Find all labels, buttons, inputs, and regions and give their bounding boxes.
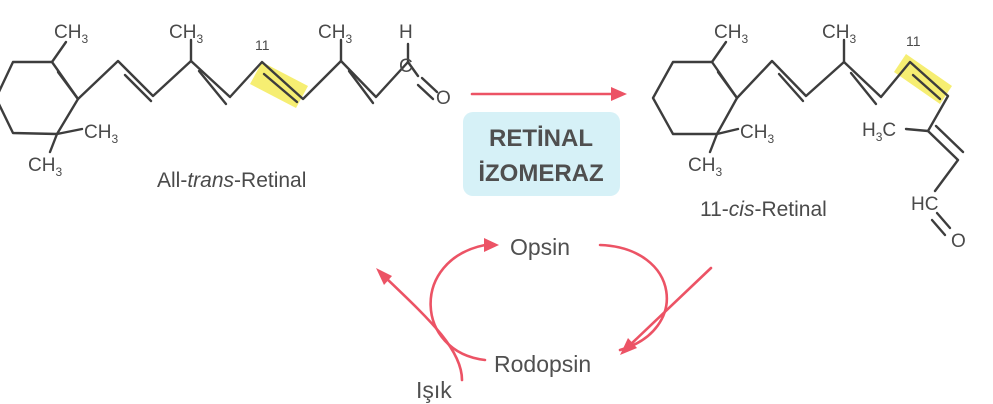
methyl-bond	[48, 132, 59, 154]
double-bond	[197, 69, 228, 106]
carbonyl-bond	[420, 76, 439, 94]
methyl-bond	[715, 127, 740, 136]
methyl-label-cis: H3C	[862, 120, 896, 144]
double-bond-11	[262, 72, 299, 104]
methyl-label: CH3	[84, 122, 118, 146]
oxygen-label: O	[436, 88, 451, 109]
double-bond	[934, 124, 965, 154]
retinal-input-arrow	[628, 266, 713, 347]
polyene-chain	[76, 59, 420, 101]
double-bond	[849, 71, 878, 106]
methyl-bond	[55, 127, 84, 136]
double-bond	[123, 73, 153, 103]
reaction-arrow-head	[611, 87, 627, 101]
methyl-label: CH3	[822, 22, 856, 46]
rhodopsin-label: Rodopsin	[494, 351, 591, 377]
double-bond	[347, 69, 375, 105]
enzyme-label-background	[463, 112, 620, 196]
polyene-chain	[735, 59, 960, 193]
methyl-label: CH3	[169, 22, 203, 46]
all-trans-retinal-structure: CH3 CH3 CH3 CH3 CH3 11 H C O All-trans-R…	[0, 22, 451, 192]
cycle-arrowhead-left	[484, 238, 499, 252]
methyl-label: CH3	[28, 155, 62, 179]
cycle-arc-right	[598, 243, 669, 352]
methyl-label: CH3	[318, 22, 352, 46]
position-11-label: 11	[255, 37, 270, 53]
methyl-bond	[904, 127, 930, 133]
methyl-label: CH3	[740, 122, 774, 146]
enzyme-name-line2: İZOMERAZ	[478, 160, 603, 187]
carbonyl-bond	[416, 83, 435, 101]
11-cis-retinal-name: 11-cis-Retinal	[700, 198, 827, 221]
retinal-input-arrowhead	[620, 338, 637, 355]
retinal-release-arrowhead	[376, 268, 392, 285]
11-cis-retinal-structure: CH3 CH3 CH3 CH3 H3C 11 HC O 11-cis-Retin…	[651, 22, 966, 252]
double-bond-11	[911, 73, 942, 101]
hydrogen-label: H	[399, 22, 413, 43]
oxygen-label: O	[951, 231, 966, 252]
all-trans-retinal-name: All-trans-Retinal	[157, 169, 306, 192]
cycle-arc-left	[429, 243, 487, 362]
position-11-label: 11	[906, 33, 921, 49]
isomerase-reaction: RETİNAL İZOMERAZ	[463, 87, 627, 196]
cyclohexene-ring	[0, 60, 80, 136]
retinal-release-arrow	[384, 276, 464, 382]
bond-11-highlight-left	[250, 62, 308, 108]
bond-11-highlight-right	[894, 54, 952, 104]
double-bond	[777, 72, 805, 103]
methyl-bond	[708, 132, 719, 154]
carbon-label: C	[399, 56, 413, 77]
ring-double-bond	[56, 70, 80, 101]
methyl-label: CH3	[714, 22, 748, 46]
opsin-label: Opsin	[510, 234, 570, 260]
carbonyl-bond	[935, 211, 952, 230]
carbonyl-bond	[930, 218, 947, 237]
methyl-bond	[710, 40, 728, 64]
methyl-label: CH3	[688, 155, 722, 179]
ring-double-bond	[716, 70, 739, 100]
cyclohexene-ring	[651, 60, 739, 136]
enzyme-name-line1: RETİNAL	[489, 125, 593, 152]
light-label: Işık	[416, 377, 452, 403]
methyl-bond	[50, 40, 68, 64]
methyl-label: CH3	[54, 22, 88, 46]
visual-cycle: Opsin Rodopsin Işık	[376, 234, 713, 403]
aldehyde-hc-label: HC	[911, 194, 938, 215]
